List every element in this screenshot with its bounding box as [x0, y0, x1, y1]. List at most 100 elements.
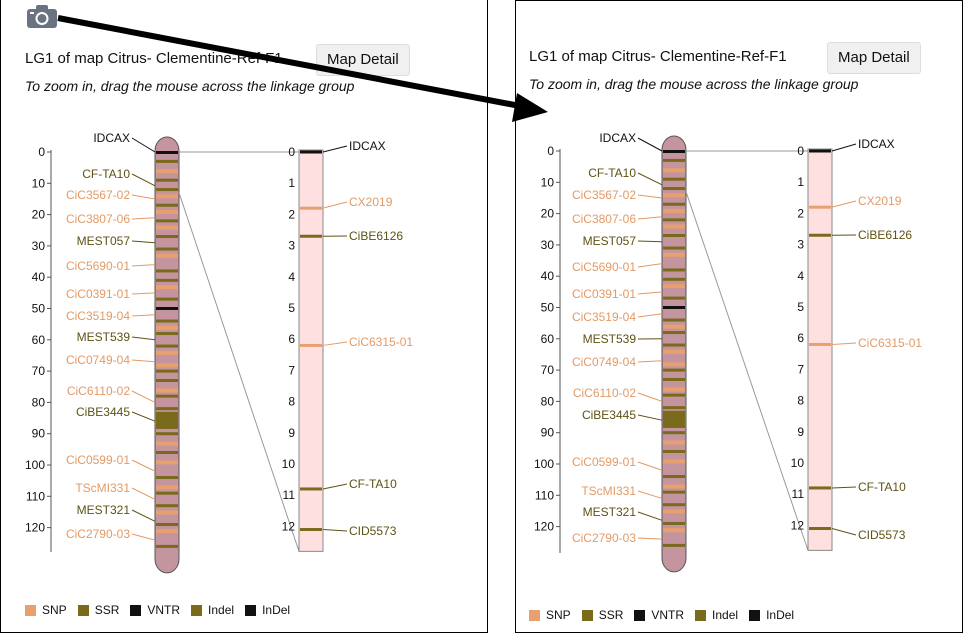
zoom-axis-tick-label: 1 — [288, 176, 295, 190]
map-title: LG1 of map Citrus- Clementine-Ref-F1 — [529, 48, 787, 65]
chromosome-band — [156, 369, 178, 373]
chromosome-band — [156, 522, 178, 526]
zoom-axis-tick-label: 0 — [797, 144, 804, 158]
chromosome-band — [663, 187, 685, 191]
main-axis-tick-label: 120 — [534, 520, 554, 534]
marker-leader-line — [131, 292, 156, 295]
marker-leader-line — [637, 461, 663, 471]
legend-label: SNP — [42, 603, 67, 617]
zoom-axis-tick-label: 7 — [288, 363, 295, 377]
marker-label: CiBE3445 — [76, 405, 130, 419]
right-panel: LG1 of map Citrus- Clementine-Ref-F1 Map… — [515, 0, 963, 633]
zoom-region — [298, 149, 324, 552]
zoom-marker-label: CID5573 — [858, 528, 906, 542]
zoom-marker-label: CID5573 — [349, 524, 397, 538]
chromosome-main — [661, 135, 687, 573]
zoom-axis-tick-label: 2 — [797, 206, 804, 220]
zoom-axis-tick-label: 9 — [797, 425, 804, 439]
chromosome-band — [156, 407, 178, 411]
zoom-marker-band — [300, 206, 322, 210]
chromosome-band — [663, 509, 685, 514]
marker-leader-line — [131, 487, 156, 500]
camera-icon[interactable] — [26, 3, 58, 29]
main-axis-tick-label: 90 — [32, 427, 46, 441]
chromosome-band — [156, 178, 178, 182]
chromosome-band — [156, 194, 178, 199]
main-axis-tick-label: 100 — [25, 458, 45, 472]
chromosome-band — [156, 285, 178, 290]
chromosome-band — [663, 246, 685, 250]
marker-label: CiC2790-03 — [572, 531, 636, 545]
chromosome-band — [156, 510, 178, 515]
main-axis-tick-label: 30 — [32, 239, 46, 253]
chromosome-band — [663, 459, 685, 464]
chromosome-band — [663, 393, 685, 397]
zoom-axis-tick-label: 7 — [797, 362, 804, 376]
marker-leader-line — [131, 264, 156, 267]
legend-swatch — [581, 609, 593, 621]
zoom-marker-label: CX2019 — [858, 194, 902, 208]
chromosome-band — [156, 269, 178, 273]
main-axis-tick-label: 80 — [541, 394, 555, 408]
chromosome-band — [156, 460, 178, 465]
chromosome-band — [663, 440, 685, 445]
marker-label: MEST539 — [583, 332, 637, 346]
chromosome-band — [663, 193, 685, 198]
chromosome-band — [156, 219, 178, 223]
zoom-connector-bottom — [685, 191, 809, 551]
marker-label: CF-TA10 — [588, 166, 636, 180]
chromosome-band — [156, 253, 178, 258]
chromosome-band — [156, 485, 178, 490]
zoom-axis-tick-label: 11 — [792, 487, 805, 501]
marker-label: CiC0599-01 — [572, 455, 636, 469]
marker-label: CiC2790-03 — [66, 527, 130, 541]
zoom-axis-tick-label: 6 — [797, 331, 804, 345]
marker-leader-line — [131, 533, 156, 541]
linkage-map-left[interactable]: 0102030405060708090100110120IDCAXCF-TA10… — [1, 0, 487, 633]
zoom-leader-line — [322, 145, 348, 153]
legend-label: SSR — [598, 608, 624, 622]
legend-item: SNP — [529, 608, 571, 622]
zoom-instruction: To zoom in, drag the mouse across the li… — [529, 76, 859, 92]
linkage-map-right[interactable]: 0102030405060708090100110120IDCAXCF-TA10… — [516, 1, 962, 633]
chromosome-band — [663, 484, 685, 489]
chromosome-band — [663, 349, 685, 354]
chromosome-band — [663, 528, 685, 533]
chromosome-band — [663, 377, 685, 381]
legend-swatch — [749, 609, 761, 621]
marker-label: MEST321 — [583, 505, 637, 519]
chromosome-band — [663, 449, 685, 453]
chromosome-band — [663, 306, 685, 309]
chromosome-band — [663, 368, 685, 372]
chromosome-band — [156, 432, 178, 436]
chromosome-band — [156, 159, 178, 163]
left-panel: LG1 of map Citrus- Clementine-Ref-F1 Map… — [0, 0, 488, 633]
legend-item: SSR — [77, 603, 119, 617]
chromosome-band — [156, 247, 178, 251]
zoom-leader-line — [831, 486, 857, 489]
marker-label: CiC3567-02 — [572, 188, 636, 202]
chromosome-band — [156, 394, 178, 398]
chromosome-band — [663, 503, 685, 507]
zoom-axis-tick-label: 11 — [283, 488, 296, 502]
chromosome-band — [156, 350, 178, 355]
main-axis-tick-label: 20 — [32, 208, 46, 222]
legend-item: SSR — [581, 608, 624, 622]
chromosome-band — [663, 431, 685, 435]
zoom-leader-line — [322, 529, 348, 532]
zoom-axis-tick-label: 10 — [282, 457, 296, 471]
chromosome-band — [156, 203, 178, 207]
chromosome-band — [663, 387, 685, 392]
map-detail-button[interactable]: Map Detail — [827, 42, 921, 74]
chromosome-band — [156, 307, 178, 310]
marker-label: CiC0749-04 — [572, 355, 636, 369]
legend-label: Indel — [712, 608, 739, 622]
marker-leader-line — [131, 194, 156, 200]
marker-leader-line — [131, 390, 156, 403]
zoom-axis-tick-label: 5 — [797, 300, 804, 314]
marker-label: CiC0391-01 — [66, 287, 130, 301]
main-axis-tick-label: 50 — [541, 301, 555, 315]
zoom-axis-tick-label: 0 — [288, 145, 295, 159]
zoom-axis-tick-label: 9 — [288, 426, 295, 440]
marker-label: CiC5690-01 — [66, 259, 130, 273]
